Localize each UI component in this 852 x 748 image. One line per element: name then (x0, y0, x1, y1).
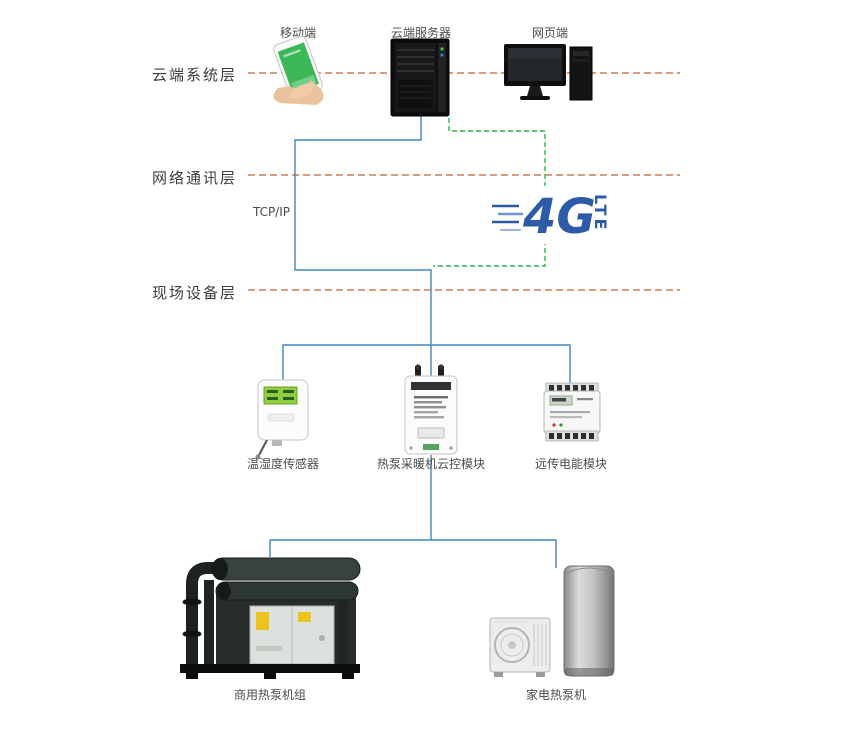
mobile-phone-icon (256, 35, 340, 110)
sensor-label: 温湿度传感器 (246, 457, 319, 471)
mobile-label: 移动端 (279, 26, 316, 40)
wire-server-to-4g (448, 118, 546, 192)
outdoor-unit (489, 617, 551, 677)
power-meter-module-icon (541, 381, 603, 447)
home-label: 家电热泵机 (525, 688, 586, 702)
cloud-server-icon (390, 38, 452, 122)
wire-equipment-bus (269, 539, 557, 568)
tcpip-label: TCP/IP (252, 205, 290, 219)
layer-label-network: 网络通讯层 (152, 169, 238, 187)
logo-lte-text: LTE (591, 194, 610, 232)
wire-field-bus (282, 344, 571, 388)
wire-4g-to-field (433, 240, 546, 267)
cloud-control-module-icon (401, 364, 461, 462)
home-heat-pump-icon (488, 558, 620, 688)
commercial-label: 商用热泵机组 (233, 688, 306, 702)
4g-lte-logo: 4G LTE (492, 186, 610, 245)
web-label: 网页端 (531, 26, 568, 40)
meter-label: 远传电能模块 (534, 457, 607, 471)
wire-server-to-controller (294, 116, 432, 377)
web-monitor-icon (504, 44, 596, 114)
commercial-heat-pump-icon (172, 550, 368, 686)
layer-label-field: 现场设备层 (152, 284, 238, 302)
logo-4g-text: 4G (522, 189, 596, 244)
temp-humidity-sensor-icon (252, 376, 316, 466)
water-tank (563, 565, 615, 677)
layer-label-cloud: 云端系统层 (152, 66, 238, 84)
server-label: 云端服务器 (390, 26, 451, 40)
controller-label: 热泵采暖机云控模块 (376, 457, 485, 471)
